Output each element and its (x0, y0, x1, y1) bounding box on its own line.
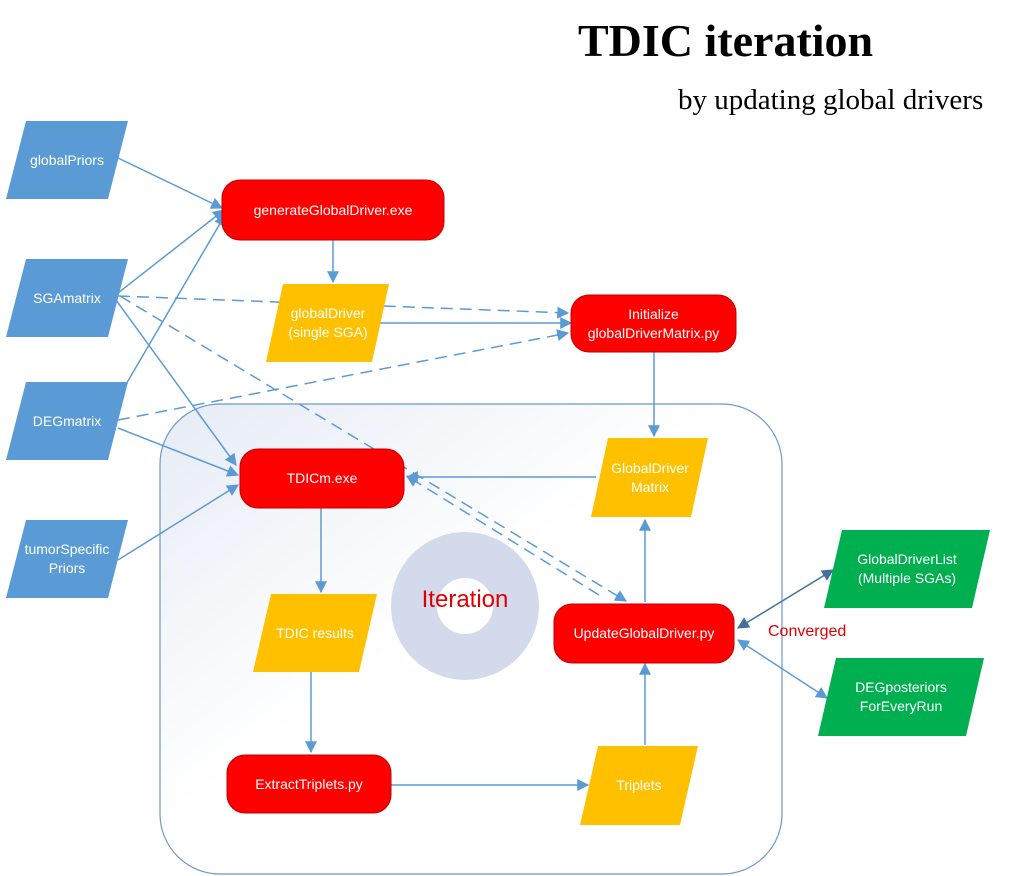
triplets-shape (580, 746, 698, 825)
edge-globalpriors-generate (117, 157, 224, 209)
global-priors-shape (6, 121, 128, 199)
edge-sga-tdicm (115, 299, 237, 466)
update-global-driver-shape (553, 603, 735, 664)
iteration-ring (391, 532, 539, 680)
iteration-label: Iteration (421, 586, 509, 613)
sga-matrix-shape (6, 259, 128, 337)
edge-update-degposteriors (736, 639, 829, 699)
global-driver-list-shape (824, 530, 990, 608)
generate-global-driver-shape (221, 179, 445, 241)
edge-update-globaldriverlist (736, 569, 835, 629)
page-subtitle: by updating global drivers (678, 84, 984, 116)
edge-tumor-tdicm (117, 484, 240, 561)
tumor-specific-priors-shape (6, 520, 128, 598)
global-driver-shape (266, 284, 389, 362)
page-title: TDIC iteration (578, 15, 874, 66)
tdic-results-shape (253, 594, 377, 672)
edge-sga-generate (117, 209, 225, 294)
edge-deg-tdicm (117, 427, 240, 477)
deg-posteriors-shape (818, 658, 984, 736)
extract-triplets-shape (226, 754, 392, 814)
deg-matrix-shape (6, 382, 128, 460)
tdicm-shape (239, 448, 405, 509)
edge-deg-generate (117, 213, 226, 399)
global-driver-matrix-shape (591, 438, 708, 517)
initialize-matrix-shape (570, 294, 737, 353)
converged-label: Converged (768, 623, 847, 640)
